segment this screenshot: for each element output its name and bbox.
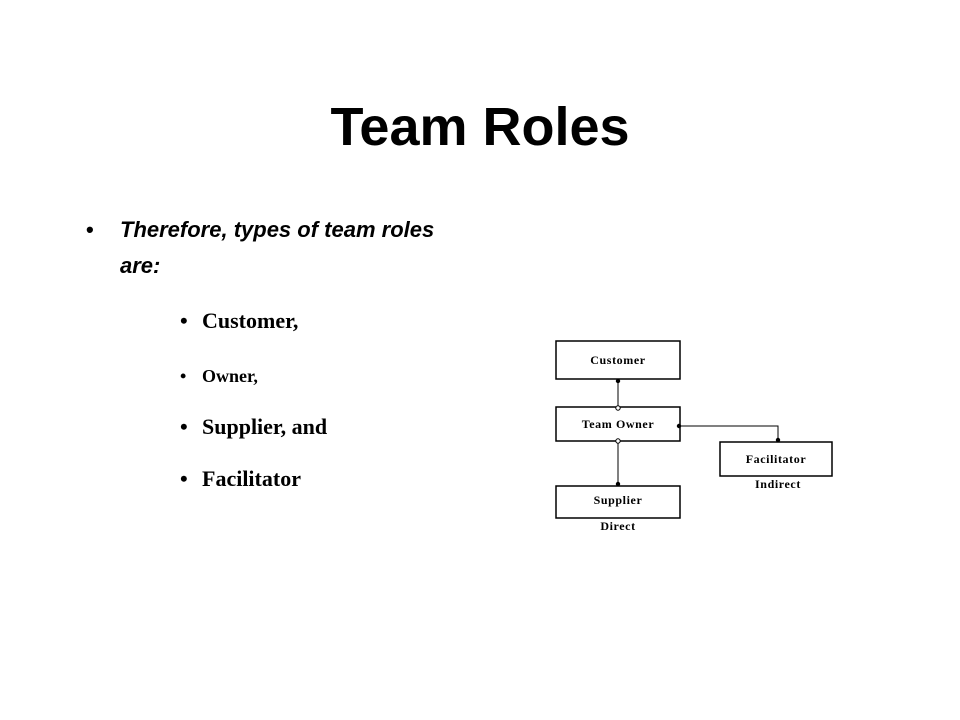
- role-item-supplier: • Supplier, and: [180, 414, 327, 440]
- role-item-customer: • Customer,: [180, 308, 298, 334]
- direct-label: Direct: [600, 519, 635, 533]
- slide-title: Team Roles: [330, 97, 630, 157]
- role-item-label: Customer,: [202, 308, 299, 333]
- facilitator-box: [719, 441, 833, 477]
- team-owner-label: Team Owner: [582, 417, 655, 431]
- role-item-facilitator: • Facilitator: [180, 466, 301, 492]
- main-bullet-text: Therefore, types of team roles are:: [120, 217, 435, 278]
- role-item-label: Supplier, and: [202, 414, 328, 439]
- supplier-box: [555, 485, 681, 519]
- connector-start-marker: [615, 438, 621, 444]
- indirect-label: Indirect: [755, 477, 801, 491]
- supplier-label: Supplier: [594, 493, 643, 507]
- bullet-dot-icon: •: [180, 308, 188, 333]
- connector-end-marker: [775, 437, 781, 443]
- connector-start-marker: [615, 405, 621, 411]
- connector-end-marker: [676, 423, 682, 429]
- bullet-dot-icon: •: [180, 366, 187, 386]
- facilitator-label: Facilitator: [746, 452, 807, 466]
- role-item-label: Facilitator: [202, 466, 301, 491]
- customer-label: Customer: [590, 353, 646, 367]
- bullet-dot-icon: •: [180, 414, 188, 439]
- customer-box: [555, 340, 681, 380]
- bullet-dot-icon: •: [180, 466, 188, 491]
- owner-facilitator-connector: [680, 425, 779, 442]
- main-bullet: • Therefore, types of team roles are:: [86, 212, 446, 284]
- role-item-label: Owner,: [202, 366, 258, 386]
- role-item-owner: • Owner,: [180, 366, 258, 387]
- connector-end-marker: [615, 481, 621, 487]
- bullet-dot-icon: •: [86, 217, 94, 242]
- team-owner-box: [555, 406, 681, 442]
- connector-end-marker: [615, 378, 621, 384]
